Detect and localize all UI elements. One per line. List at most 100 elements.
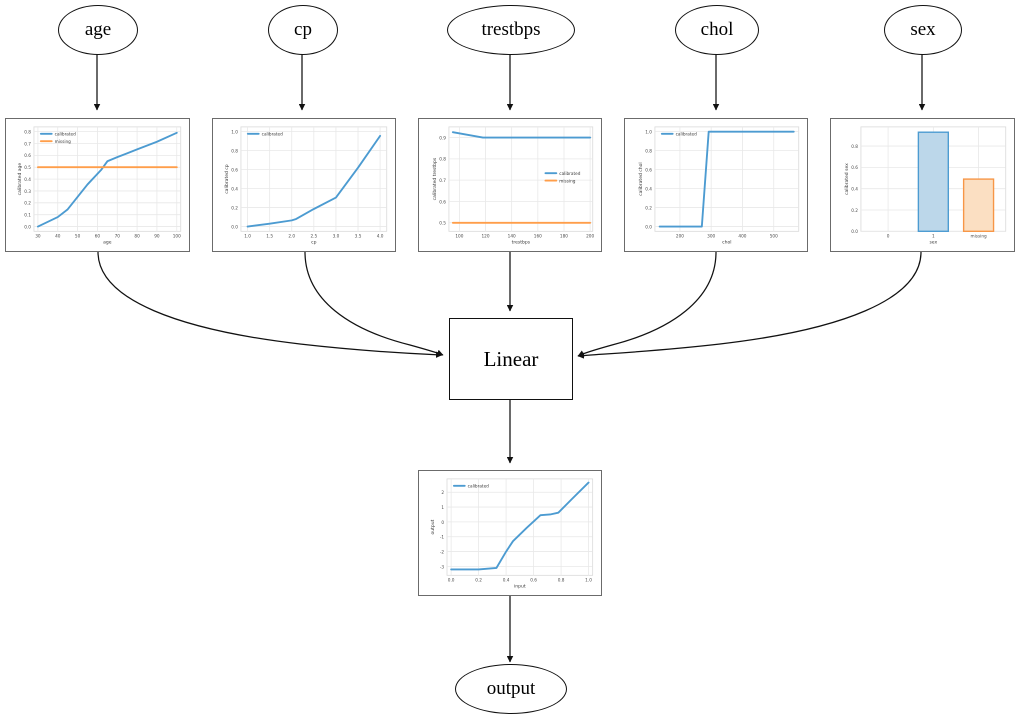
svg-text:0.4: 0.4: [645, 186, 652, 191]
svg-text:0.0: 0.0: [231, 224, 238, 229]
svg-text:age: age: [103, 241, 112, 246]
svg-text:60: 60: [95, 233, 101, 238]
svg-text:4.0: 4.0: [377, 233, 384, 238]
svg-text:0.2: 0.2: [645, 205, 652, 210]
svg-text:0.4: 0.4: [503, 577, 510, 582]
svg-text:missing: missing: [970, 233, 987, 238]
svg-text:0.3: 0.3: [24, 189, 31, 194]
svg-text:0: 0: [441, 520, 444, 525]
svg-text:1.0: 1.0: [645, 129, 652, 134]
svg-text:0.0: 0.0: [448, 577, 455, 582]
svg-text:-2: -2: [440, 549, 445, 554]
svg-text:0.8: 0.8: [558, 577, 565, 582]
svg-text:calibrated trestbps: calibrated trestbps: [432, 157, 438, 200]
svg-text:calibrated cp: calibrated cp: [224, 164, 230, 194]
node-cp-label: cp: [294, 19, 312, 40]
svg-text:0.2: 0.2: [231, 205, 238, 210]
node-cp[interactable]: cp: [268, 5, 338, 55]
node-trestbps-label: trestbps: [481, 19, 541, 40]
svg-text:input: input: [514, 584, 526, 590]
svg-text:0: 0: [887, 233, 890, 238]
svg-text:30: 30: [35, 233, 41, 238]
svg-text:1: 1: [932, 233, 935, 238]
node-output[interactable]: output: [455, 664, 567, 714]
node-chol-label: chol: [700, 19, 734, 40]
svg-text:calibrated age: calibrated age: [17, 163, 23, 196]
svg-text:0.8: 0.8: [231, 148, 238, 153]
svg-text:0.2: 0.2: [24, 201, 31, 206]
svg-text:calibrated sex: calibrated sex: [844, 163, 850, 195]
svg-text:0.6: 0.6: [231, 167, 238, 172]
svg-text:0.6: 0.6: [645, 167, 652, 172]
svg-text:0.7: 0.7: [439, 178, 446, 183]
svg-text:missing: missing: [55, 139, 72, 144]
svg-text:2.0: 2.0: [288, 233, 295, 238]
node-trestbps[interactable]: trestbps: [447, 5, 575, 55]
svg-text:1: 1: [441, 505, 444, 510]
svg-text:0.6: 0.6: [851, 165, 858, 170]
svg-text:80: 80: [134, 233, 140, 238]
svg-text:2.5: 2.5: [310, 233, 317, 238]
node-sex-label: sex: [910, 19, 936, 40]
svg-text:0.4: 0.4: [24, 177, 31, 182]
svg-text:2: 2: [441, 490, 444, 495]
svg-text:calibrated: calibrated: [676, 132, 697, 137]
edge-sexchart-to-linear: [577, 251, 922, 359]
svg-text:0.6: 0.6: [24, 153, 31, 158]
svg-text:1.0: 1.0: [585, 577, 592, 582]
svg-text:calibrated: calibrated: [559, 171, 580, 176]
svg-text:3.0: 3.0: [333, 233, 340, 238]
svg-text:calibrated: calibrated: [55, 132, 76, 137]
svg-text:0.8: 0.8: [24, 129, 31, 134]
svg-text:90: 90: [154, 233, 160, 238]
node-linear-label: Linear: [483, 346, 539, 371]
svg-text:0.2: 0.2: [475, 577, 482, 582]
edge-cholchart-to-linear: [577, 251, 717, 357]
svg-text:0.8: 0.8: [851, 144, 858, 149]
svg-text:3.5: 3.5: [355, 233, 362, 238]
node-linear[interactable]: Linear: [449, 318, 573, 400]
svg-text:0.7: 0.7: [24, 141, 31, 146]
svg-text:400: 400: [738, 233, 746, 238]
svg-text:40: 40: [55, 233, 61, 238]
svg-text:0.0: 0.0: [645, 224, 652, 229]
svg-text:-1: -1: [440, 535, 445, 540]
svg-text:0.8: 0.8: [439, 157, 446, 162]
svg-text:0.6: 0.6: [439, 199, 446, 204]
svg-text:sex: sex: [929, 241, 937, 246]
svg-text:140: 140: [508, 233, 516, 238]
node-sex[interactable]: sex: [884, 5, 962, 55]
edge-agechart-to-linear: [97, 251, 443, 358]
svg-text:100: 100: [173, 233, 181, 238]
svg-text:200: 200: [676, 233, 684, 238]
node-chol[interactable]: chol: [675, 5, 759, 55]
svg-text:0.9: 0.9: [439, 135, 446, 140]
svg-text:1.0: 1.0: [244, 233, 251, 238]
svg-text:1.5: 1.5: [266, 233, 273, 238]
svg-text:0.4: 0.4: [851, 187, 858, 192]
svg-text:1.0: 1.0: [231, 129, 238, 134]
svg-text:trestbps: trestbps: [512, 240, 531, 246]
edge-cpchart-to-linear: [304, 251, 444, 356]
svg-text:180: 180: [560, 233, 568, 238]
svg-text:0.0: 0.0: [24, 224, 31, 229]
svg-text:calibrated: calibrated: [468, 484, 489, 489]
svg-text:160: 160: [534, 233, 542, 238]
svg-text:0.0: 0.0: [851, 229, 858, 234]
svg-text:chol: chol: [722, 240, 731, 246]
node-age[interactable]: age: [58, 5, 138, 55]
svg-text:50: 50: [75, 233, 81, 238]
svg-text:calibrated: calibrated: [262, 132, 283, 137]
